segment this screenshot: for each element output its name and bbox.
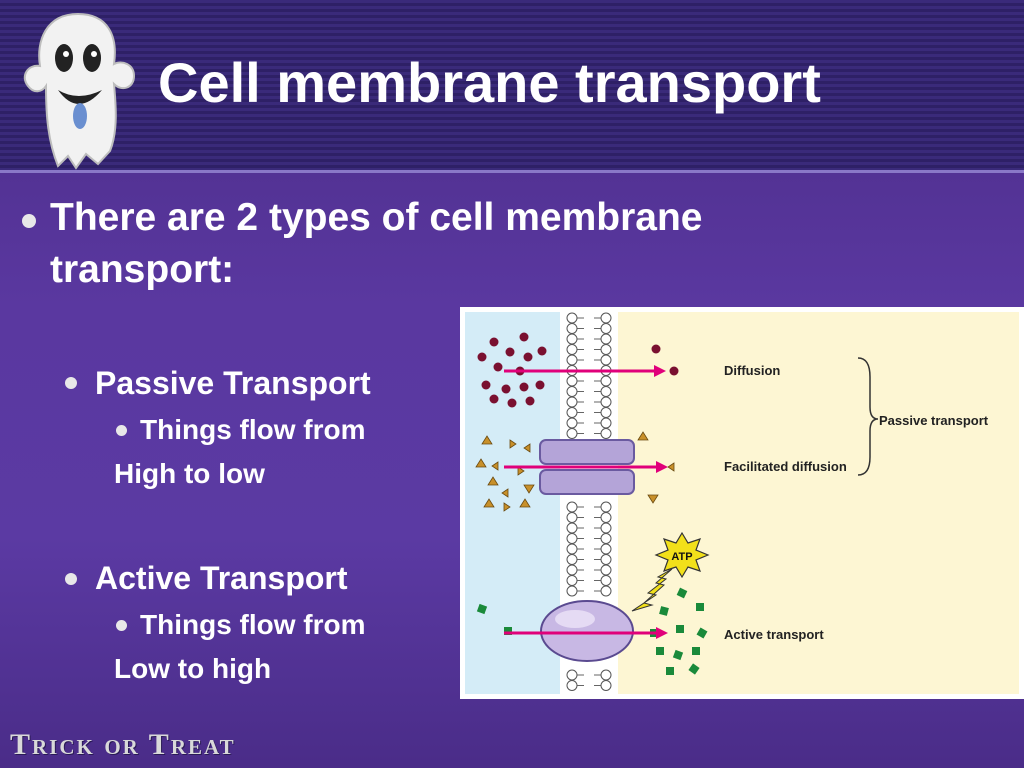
title-bar bbox=[0, 0, 1024, 173]
active-transport-sub: Things flow from bbox=[140, 609, 366, 640]
atp-burst-icon: ATP bbox=[654, 531, 710, 579]
trick-or-treat-logo: Trick or Treat bbox=[10, 728, 236, 761]
bullet-icon bbox=[22, 214, 36, 228]
facilitated-particles-right bbox=[637, 431, 675, 504]
ghost-icon bbox=[23, 12, 136, 170]
facilitated-particles-left bbox=[475, 435, 535, 512]
active-transport-heading: Active Transport bbox=[95, 560, 348, 596]
slide-title: Cell membrane transport bbox=[158, 51, 821, 114]
channel-protein bbox=[539, 439, 635, 495]
bullet-icon bbox=[65, 377, 77, 389]
carrier-protein bbox=[540, 600, 634, 662]
diffusion-label: Diffusion bbox=[724, 363, 780, 378]
facilitated-diffusion-label: Facilitated diffusion bbox=[724, 459, 847, 474]
lightning-icon bbox=[631, 568, 673, 612]
bullet-icon bbox=[65, 573, 77, 585]
active-transport-label: Active transport bbox=[724, 627, 824, 642]
atp-label: ATP bbox=[671, 551, 692, 563]
passive-transport-brace bbox=[857, 357, 879, 476]
passive-transport-sub: Things flow from bbox=[140, 414, 366, 445]
active-transport-direction: Low to high bbox=[114, 653, 272, 684]
intracellular-fluid bbox=[569, 312, 1019, 694]
passive-transport-heading: Passive Transport bbox=[95, 365, 371, 401]
bullet-icon bbox=[116, 425, 127, 436]
phospholipid-bilayer bbox=[566, 312, 612, 691]
transport-arrows bbox=[504, 365, 668, 639]
diffusion-particles-left bbox=[477, 332, 547, 408]
intro-line-1: There are 2 types of cell membrane bbox=[50, 196, 703, 239]
membrane-transport-figure: ATP Diffusion Facilitated diffusion Acti… bbox=[460, 307, 1024, 699]
passive-transport-label: Passive transport bbox=[879, 413, 989, 428]
bullet-icon bbox=[116, 620, 127, 631]
active-particles-left bbox=[476, 603, 512, 635]
intro-line-2: transport: bbox=[50, 248, 235, 291]
diffusion-particles-right bbox=[651, 344, 679, 376]
passive-transport-direction: High to low bbox=[114, 458, 265, 489]
